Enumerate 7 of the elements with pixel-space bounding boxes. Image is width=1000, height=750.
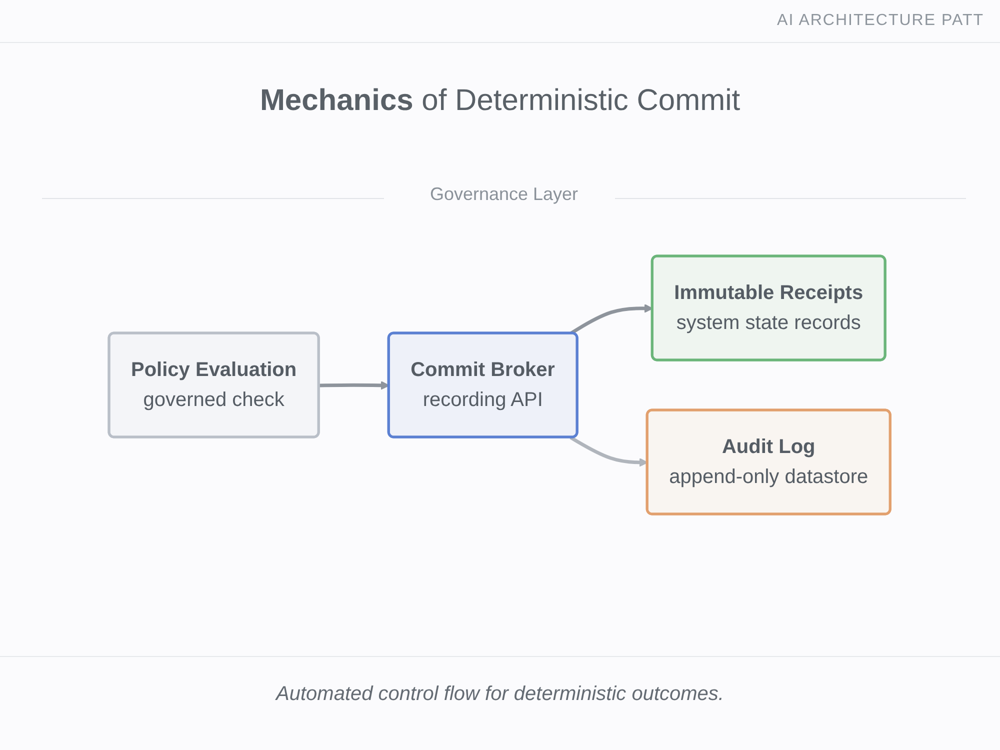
arrow <box>570 436 648 467</box>
caption: Automated control flow for deterministic outcomes. <box>276 683 724 706</box>
arrow <box>570 304 654 335</box>
header-label: AI ARCHITECTURE PATT <box>777 12 984 30</box>
section-heading: Governance Layer <box>430 184 578 205</box>
diagram-title: Mechanics of Deterministic Commit <box>260 84 740 118</box>
arrow <box>320 381 390 390</box>
